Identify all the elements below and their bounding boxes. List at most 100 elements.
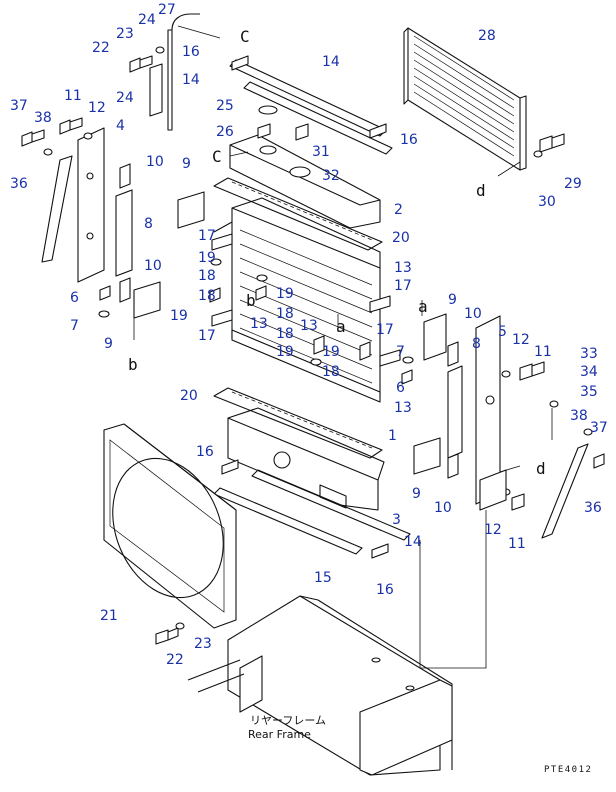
callout-9-upper-left: 9 (182, 156, 191, 172)
lower-tank (227, 407, 385, 511)
left-support-4 (77, 127, 105, 283)
callout-19-c: 19 (276, 286, 294, 302)
bracket-9-right (413, 313, 447, 475)
callout-36-right: 36 (584, 500, 602, 516)
callout-16-top-right: 16 (400, 132, 418, 148)
bolts (21, 55, 605, 645)
callout-5: 5 (498, 324, 507, 340)
seal-strip-14-upper (229, 59, 393, 155)
strip-8-left (115, 189, 133, 277)
callout-12-left: 12 (88, 100, 106, 116)
callout-12-right-lower: 12 (484, 522, 502, 538)
leader-lines (133, 151, 553, 669)
callout-18-a: 18 (198, 268, 216, 284)
ref-c-top: C (240, 27, 250, 46)
callout-34: 34 (580, 364, 598, 380)
callout-16-lower-right: 16 (376, 582, 394, 598)
ref-a-mid: a (336, 317, 346, 336)
callout-9-lower-left: 9 (104, 336, 113, 352)
callout-22-bottom: 22 (166, 652, 184, 668)
callout-11-right-lower: 11 (508, 536, 526, 552)
reference-letters: C C b b a a d d (128, 27, 546, 478)
callout-19-a: 19 (198, 250, 216, 266)
right-support-5 (475, 315, 507, 511)
callout-35: 35 (580, 384, 598, 400)
callout-38-right: 38 (570, 408, 588, 424)
callout-25: 25 (216, 98, 234, 114)
callout-1: 1 (388, 428, 397, 444)
callout-4: 4 (116, 118, 125, 134)
cushion-10-right (447, 341, 459, 479)
callout-31: 31 (312, 144, 330, 160)
seal-strip-15 (213, 487, 363, 555)
callout-19-b: 19 (170, 308, 188, 324)
callout-36-left: 36 (10, 176, 28, 192)
strip-8-right (447, 365, 463, 459)
callout-20-upper: 20 (392, 230, 410, 246)
callout-7-left: 7 (70, 318, 79, 334)
ref-d-right: d (536, 459, 546, 478)
callout-18-e: 18 (322, 364, 340, 380)
callout-24-side: 24 (116, 90, 134, 106)
callout-14-top-right: 14 (322, 54, 340, 70)
callout-17-lower-left: 17 (198, 328, 216, 344)
ref-c-mid: C (212, 147, 222, 166)
drawing-code: PTE4012 (544, 765, 592, 775)
callout-30: 30 (538, 194, 556, 210)
callout-13-c: 13 (394, 260, 412, 276)
callout-16-lower-left: 16 (196, 444, 214, 460)
frame-label: リヤーフレーム Rear Frame (248, 714, 326, 741)
callout-6-right: 6 (396, 380, 405, 396)
callout-19-d: 19 (276, 344, 294, 360)
callout-3: 3 (392, 512, 401, 528)
callout-14-top-left: 14 (182, 72, 200, 88)
callout-9-lower-right: 9 (412, 486, 421, 502)
stay-rod-36-left (41, 155, 73, 263)
frame-label-jp: リヤーフレーム (250, 714, 326, 727)
frame-label-en: Rear Frame (248, 728, 311, 741)
callout-8-right: 8 (472, 336, 481, 352)
callout-37-left: 37 (10, 98, 28, 114)
callout-10-lower-right: 10 (434, 500, 452, 516)
callout-11-right-upper: 11 (534, 344, 552, 360)
callout-17-right-b: 17 (376, 322, 394, 338)
ref-a-right: a (418, 297, 428, 316)
callout-13-a: 13 (250, 316, 268, 332)
callout-18-b: 18 (198, 288, 216, 304)
radiator-block (213, 197, 381, 399)
callout-26: 26 (216, 124, 234, 140)
callout-27: 27 (158, 2, 176, 18)
lower-gasket (213, 387, 383, 459)
seal-strip-14-lower (251, 469, 411, 541)
callout-11-left: 11 (64, 88, 82, 104)
ref-b-left: b (128, 355, 138, 374)
callout-13-b: 13 (300, 318, 318, 334)
callout-8-left: 8 (144, 216, 153, 232)
cushion-10-left (119, 163, 131, 303)
callout-15: 15 (314, 570, 332, 586)
callout-13-d: 13 (394, 400, 412, 416)
rear-frame (187, 595, 453, 776)
upper-tank (229, 134, 381, 229)
pipe-24 (149, 13, 221, 131)
callout-28: 28 (478, 28, 496, 44)
callout-14-lower: 14 (404, 534, 422, 550)
ref-b-mid: b (246, 291, 256, 310)
bracket-9-left (133, 191, 205, 319)
callout-37-right: 37 (590, 420, 608, 436)
callout-18-d: 18 (276, 326, 294, 342)
callout-23-top: 23 (116, 26, 134, 42)
callout-29: 29 (564, 176, 582, 192)
callout-21: 21 (100, 608, 118, 624)
callout-16-top: 16 (182, 44, 200, 60)
stay-rod-36-right (541, 443, 589, 539)
radiator-core (403, 27, 527, 171)
callout-22-top: 22 (92, 40, 110, 56)
callout-12-right-upper: 12 (512, 332, 530, 348)
callout-2: 2 (394, 202, 403, 218)
callout-23-bottom: 23 (194, 636, 212, 652)
callout-33: 33 (580, 346, 598, 362)
callout-6-left: 6 (70, 290, 79, 306)
